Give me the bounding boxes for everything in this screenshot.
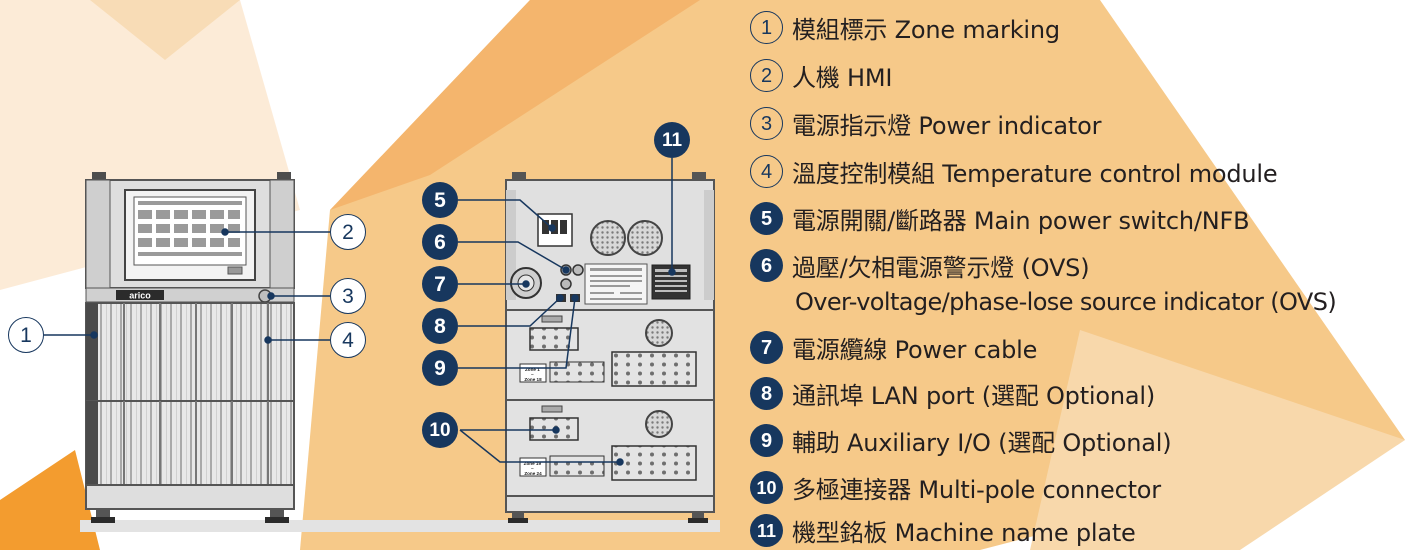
- legend-item-11: 11 機型銘板 Machine name plate: [750, 513, 1136, 548]
- light-orange-triangle-left: [90, 0, 240, 60]
- legend-badge-2: 2: [750, 59, 783, 92]
- legend-label-9: 輔助 Auxiliary I/O (選配 Optional): [792, 429, 1172, 457]
- multipole-connector-1a: [529, 327, 579, 351]
- callout-9: 9: [422, 350, 458, 386]
- zone-a-line3: Zone 18: [524, 377, 542, 382]
- legend-badge-10: 10: [750, 471, 783, 504]
- legend-item-8: 8 通訊埠 LAN port (選配 Optional): [750, 376, 1155, 411]
- rear-fan-left: [590, 220, 626, 256]
- zone-label-a: Zone 1 ~ Zone 18: [524, 367, 542, 382]
- legend-item-5: 5 電源開關/斷路器 Main power switch/NFB: [750, 201, 1250, 236]
- legend-badge-8: 8: [750, 377, 783, 410]
- legend-label-6: 過壓/欠相電源警示燈 (OVS): [792, 254, 1090, 282]
- front-leader-lines: [44, 228, 330, 344]
- rear-leader-lines: [458, 158, 676, 466]
- legend-item-7: 7 電源纜線 Power cable: [750, 330, 1037, 365]
- legend-label-3: 電源指示燈 Power indicator: [792, 112, 1102, 140]
- module-fan-1: [645, 319, 673, 347]
- callout-4: 4: [330, 322, 366, 358]
- legend-item-2: 2 人機 HMI: [750, 58, 892, 93]
- callout-1: 1: [8, 317, 44, 353]
- callout-10: 10: [422, 412, 458, 448]
- zone-a-line1: Zone 1: [525, 367, 540, 372]
- multipole-connector-1b: [611, 351, 697, 387]
- legend-item-1: 1 模組標示 Zone marking: [750, 10, 1060, 45]
- legend-label-10: 多極連接器 Multi-pole connector: [792, 476, 1161, 504]
- legend-badge-6: 6: [750, 249, 783, 282]
- front-logo-box: [116, 290, 164, 300]
- callout-11: 11: [654, 122, 690, 158]
- orange-bottom-left-corner: [0, 450, 100, 550]
- legend-label-2: 人機 HMI: [792, 64, 893, 92]
- legend-badge-1: 1: [750, 11, 783, 44]
- callout-6: 6: [422, 224, 458, 260]
- orange-right-shade: [1030, 330, 1405, 550]
- legend-label-1: 模組標示 Zone marking: [792, 16, 1060, 44]
- callout-3: 3: [330, 278, 366, 314]
- legend-badge-7: 7: [750, 331, 783, 364]
- legend-label-11: 機型銘板 Machine name plate: [792, 519, 1136, 547]
- legend-item-6: 6 過壓/欠相電源警示燈 (OVS): [750, 248, 1090, 283]
- legend-badge-4: 4: [750, 155, 783, 188]
- zone-b-line2: ~: [531, 466, 534, 471]
- legend-item-4: 4 溫度控制模組 Temperature control module: [750, 154, 1278, 189]
- callout-2: 2: [330, 214, 366, 250]
- floor-shadow: [80, 520, 720, 532]
- legend-label-7: 電源纜線 Power cable: [792, 336, 1038, 364]
- legend-label-6-sub: Over-voltage/phase-lose source indicator…: [795, 288, 1337, 316]
- legend-label-4: 溫度控制模組 Temperature control module: [792, 160, 1278, 188]
- legend: 1 模組標示 Zone marking 2 人機 HMI 3 電源指示燈 Pow…: [750, 0, 1405, 550]
- legend-label-5: 電源開關/斷路器 Main power switch/NFB: [792, 207, 1250, 235]
- legend-badge-3: 3: [750, 107, 783, 140]
- zone-label-b: Zone 19 ~ Zone 24: [524, 461, 543, 476]
- legend-badge-9: 9: [750, 424, 783, 457]
- front-logo-text: arico: [129, 291, 151, 301]
- multipole-connector-2b: [611, 445, 697, 481]
- callout-5: 5: [422, 182, 458, 218]
- front-view-machine: arico: [85, 172, 295, 523]
- zone-b-line1: Zone 19: [524, 461, 542, 466]
- orange-top-shade: [330, 0, 700, 210]
- callout-7: 7: [422, 266, 458, 302]
- rear-fan-right: [627, 220, 663, 256]
- rear-view-machine: Zone 1 ~ Zone 18 Zone 19 ~ Zone 24: [505, 172, 715, 523]
- legend-label-8: 通訊埠 LAN port (選配 Optional): [792, 382, 1156, 410]
- legend-badge-11: 11: [750, 514, 783, 547]
- module-fan-2: [645, 410, 673, 438]
- callout-8: 8: [422, 308, 458, 344]
- zone-a-line2: ~: [531, 372, 534, 377]
- legend-item-3: 3 電源指示燈 Power indicator: [750, 106, 1101, 141]
- zone-b-line3: Zone 24: [524, 471, 542, 476]
- legend-item-10: 10 多極連接器 Multi-pole connector: [750, 470, 1161, 505]
- legend-item-9: 9 輔助 Auxiliary I/O (選配 Optional): [750, 423, 1172, 458]
- legend-badge-5: 5: [750, 202, 783, 235]
